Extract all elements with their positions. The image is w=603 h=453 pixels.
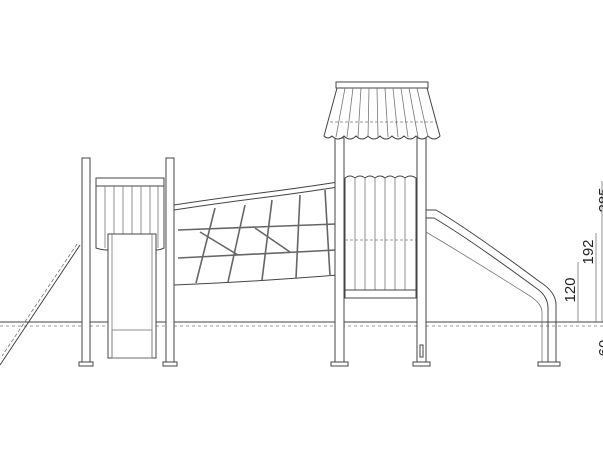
net-bridge [173, 181, 339, 286]
dimension-lines: 120 192 285 60 [562, 181, 603, 356]
dimension-192: 192 [580, 239, 597, 264]
right-tower-panel [344, 175, 417, 299]
curved-slide [425, 209, 561, 367]
right-tower [323, 81, 441, 367]
straight-slide [107, 233, 157, 359]
ground-line [0, 321, 603, 327]
left-tower [78, 157, 178, 367]
roof [323, 81, 441, 140]
dimension-285: 285 [596, 187, 603, 212]
dimension-60: 60 [596, 340, 603, 357]
dimension-120: 120 [562, 277, 579, 302]
rope-ladder [0, 243, 81, 366]
